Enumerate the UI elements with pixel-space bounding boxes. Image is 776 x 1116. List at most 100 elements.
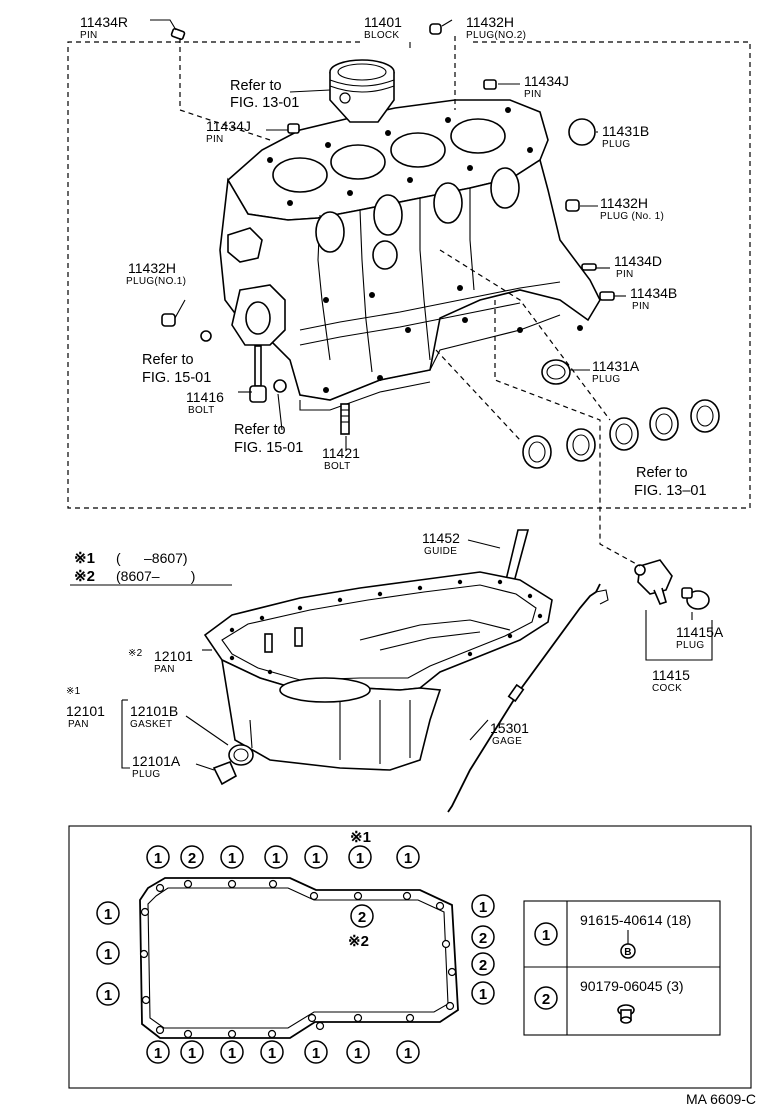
label-pan-mark2: ※2: [128, 648, 143, 659]
oil-pan-drawing: [203, 571, 553, 771]
legend-part-1: 91615-40614 (18): [580, 912, 691, 928]
bolt-top-0: 1: [154, 850, 162, 867]
label-12101-mark2-num: 12101: [154, 648, 193, 664]
bolt-center: 2 ※2: [348, 904, 374, 950]
ref-13-right-line1: Refer to: [636, 465, 688, 481]
legend-key-1: 1: [542, 927, 550, 944]
bolt-bottom-4: 1: [312, 1045, 320, 1062]
reference-labels: Refer to FIG. 13-01 Refer to FIG. 15-01 …: [142, 78, 707, 499]
label-12101A-name: PLUG: [132, 769, 160, 780]
serial-range-key: ※1 ( –8607) ※2 (8607– ): [70, 550, 232, 586]
label-11432H-top-num: 11432H: [466, 14, 514, 30]
ref-15-mid-line1: Refer to: [234, 422, 286, 438]
pin-11434R-icon: [170, 27, 186, 41]
bolt-bottom-2: 1: [228, 1045, 236, 1062]
pin-11434J-left-icon: [287, 123, 300, 134]
label-11434B-num: 11434B: [630, 285, 677, 301]
bolt-layout-top-mark: ※1: [350, 829, 371, 846]
label-pan-mark1: ※1: [66, 686, 81, 697]
bolt-top-1: 2: [188, 850, 196, 867]
bolt-center-num: 2: [358, 909, 366, 926]
label-11432H-no1-left-num: 11432H: [128, 260, 176, 276]
bolt-top-3: 1: [272, 850, 280, 867]
bolt-center-mark: ※2: [348, 933, 369, 950]
label-11415-num: 11415: [652, 667, 690, 683]
bolt-left-1: 1: [104, 946, 112, 963]
label-15301-num: 15301: [490, 720, 529, 736]
bearings-drawing: [522, 399, 720, 469]
leader-lines: [121, 19, 713, 771]
bolt-right-1: 2: [479, 930, 487, 947]
bolt-bottom-6: 1: [404, 1045, 412, 1062]
label-11434D-num: 11434D: [614, 253, 662, 269]
label-11432H-no1-right-name: PLUG (No. 1): [600, 211, 664, 222]
bolt-right-2: 2: [479, 957, 487, 974]
plug-11431A-icon: [541, 359, 571, 385]
label-11401-num: 11401: [364, 14, 402, 30]
bolt-bottom-1: 1: [188, 1045, 196, 1062]
label-11434D-name: PIN: [616, 269, 634, 280]
bolt-11416-icon: [249, 345, 267, 403]
label-15301-name: GAGE: [492, 736, 522, 747]
bolt-left-col: 1 1 1: [96, 901, 120, 1006]
label-11434J-right-num: 11434J: [524, 73, 569, 89]
plug-11432H-no2-icon: [429, 23, 442, 35]
plug-15-01-icon: [273, 379, 287, 393]
bolt-bottom-5: 1: [354, 1045, 362, 1062]
ref-13-right-line2: FIG. 13–01: [634, 483, 707, 499]
bolt-top-5: 1: [356, 850, 364, 867]
pin-11434J-right-icon: [483, 79, 497, 90]
label-11431A-num: 11431A: [592, 358, 640, 374]
gasket-12101B-icon: [228, 744, 254, 766]
label-11416-num: 11416: [186, 389, 224, 405]
label-12101B-num: 12101B: [130, 703, 178, 719]
part-labels: 11434R PIN 11401 BLOCK 11432H PLUG(NO.2)…: [66, 14, 724, 780]
label-11452-name: GUIDE: [424, 546, 457, 557]
legend-mark-1: B: [624, 947, 632, 958]
label-11415-name: COCK: [652, 683, 682, 694]
bolt-left-2: 1: [104, 987, 112, 1004]
label-11432H-top-name: PLUG(NO.2): [466, 30, 526, 41]
ref-15-left-line1: Refer to: [142, 352, 194, 368]
bolt-bottom-0: 1: [154, 1045, 162, 1062]
plug-11432H-no1-right-icon: [565, 199, 580, 212]
mark1-symbol: ※1: [74, 550, 95, 567]
mark1-range: ( –8607): [116, 550, 188, 566]
label-11434J-right-name: PIN: [524, 89, 542, 100]
label-11434R-num: 11434R: [80, 14, 128, 30]
small-plug-left-icon: [200, 330, 212, 342]
pin-11434D-icon: [581, 263, 597, 271]
guide-11452-icon: [505, 529, 530, 583]
block-assembly-frame: [67, 41, 751, 509]
bolt-top-6: 1: [404, 850, 412, 867]
label-11415A-name: PLUG: [676, 640, 704, 651]
bolt-11421-icon: [340, 403, 350, 435]
ref-15-left-line2: FIG. 15-01: [142, 370, 211, 386]
bolt-legend-table: 1 91615-40614 (18) B 2 90179-06045 (3): [523, 900, 721, 1036]
label-12101-mark1-name: PAN: [68, 719, 89, 730]
label-11431B-name: PLUG: [602, 139, 630, 150]
label-11432H-no1-left-name: PLUG(NO.1): [126, 276, 186, 287]
label-11434J-left-num: 11434J: [206, 118, 251, 134]
bolt-top-4: 1: [312, 850, 320, 867]
label-11434R-name: PIN: [80, 30, 98, 41]
bolt-bottom-3: 1: [268, 1045, 276, 1062]
legend-key-2: 2: [542, 991, 550, 1008]
ref-15-mid-line2: FIG. 15-01: [234, 440, 303, 456]
cylinder-block-drawing: [219, 99, 601, 411]
label-11421-name: BOLT: [324, 461, 351, 472]
bolt-layout-box: ※1 1 2 1 1 1 1 1 1 1 1 1 2 2 1 2 ※2: [68, 825, 752, 1089]
label-11434J-left-name: PIN: [206, 134, 224, 145]
gage-15301-icon: [447, 583, 609, 813]
legend-part-2: 90179-06045 (3): [580, 978, 684, 994]
label-12101B-name: GASKET: [130, 719, 172, 730]
label-11415A-num: 11415A: [676, 624, 724, 640]
bolt-left-0: 1: [104, 906, 112, 923]
plug-11415A-icon: [681, 587, 710, 610]
plug-11432H-no1-left-icon: [161, 313, 176, 327]
ref-piston-line1: Refer to: [230, 78, 282, 94]
bolt-top-2: 1: [228, 850, 236, 867]
plug-11431B-icon: [568, 118, 596, 146]
label-11421-num: 11421: [322, 445, 360, 461]
